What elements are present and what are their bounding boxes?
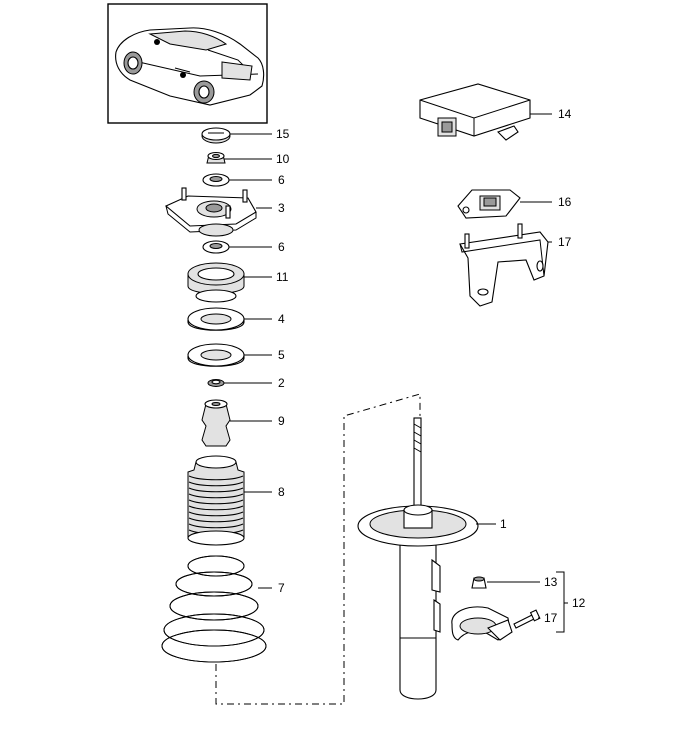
callout-9: 9 xyxy=(278,414,285,428)
callout-1: 1 xyxy=(500,517,507,531)
part-13-nut xyxy=(471,576,487,589)
callout-11: 11 xyxy=(276,270,289,284)
boot-rib xyxy=(188,493,244,499)
part-10-nut xyxy=(206,151,226,164)
callout-3: 3 xyxy=(278,201,285,215)
part-14-control-unit xyxy=(419,83,531,141)
callout-4: 4 xyxy=(278,312,285,326)
car-illustration xyxy=(115,27,265,106)
part-2-small-ring xyxy=(207,379,225,387)
part-7-spring xyxy=(161,555,267,663)
part-17-bracket xyxy=(459,223,549,307)
boot-rib xyxy=(188,517,244,523)
boot-rib xyxy=(188,475,244,481)
part-6-washer-upper xyxy=(202,173,230,187)
callout-6-upper: 6 xyxy=(278,173,285,187)
part-1-shock-absorber xyxy=(357,417,479,700)
part-3-strut-mount xyxy=(164,187,257,237)
callout-2: 2 xyxy=(278,376,285,390)
boot-rib xyxy=(188,481,244,487)
callout-labels: 15 10 6 3 6 11 4 5 2 9 8 7 14 16 17 1 13… xyxy=(276,107,586,625)
callout-7: 7 xyxy=(278,581,285,595)
callout-8: 8 xyxy=(278,485,285,499)
vehicle-thumbnail xyxy=(107,3,268,124)
part-5-ring xyxy=(187,343,245,367)
leader-lines xyxy=(224,113,568,633)
boot-rib xyxy=(188,511,244,517)
callout-17-bolt: 17 xyxy=(544,611,558,625)
part-8-boot xyxy=(187,455,245,546)
callout-12: 12 xyxy=(572,596,586,610)
assembly-guide-line xyxy=(215,393,421,705)
callout-6-lower: 6 xyxy=(278,240,285,254)
boot-rib xyxy=(188,523,244,529)
part-16-module xyxy=(457,189,521,219)
part-11-bearing xyxy=(187,262,245,303)
callout-16: 16 xyxy=(558,195,572,209)
boot-rib xyxy=(188,505,244,511)
part-6-washer-lower xyxy=(202,240,230,254)
part-12-clamp xyxy=(451,606,513,641)
callout-10: 10 xyxy=(276,152,290,166)
part-17-bolt xyxy=(513,609,541,629)
part-15-cap xyxy=(201,127,231,144)
callout-14: 14 xyxy=(558,107,572,121)
boot-rib xyxy=(188,487,244,493)
boot-rib xyxy=(188,499,244,505)
callout-17-bracket: 17 xyxy=(558,235,572,249)
part-4-ring xyxy=(187,307,245,331)
part-9-bump-stop xyxy=(201,399,231,447)
callout-15: 15 xyxy=(276,127,290,141)
callout-5: 5 xyxy=(278,348,285,362)
callout-13: 13 xyxy=(544,575,558,589)
